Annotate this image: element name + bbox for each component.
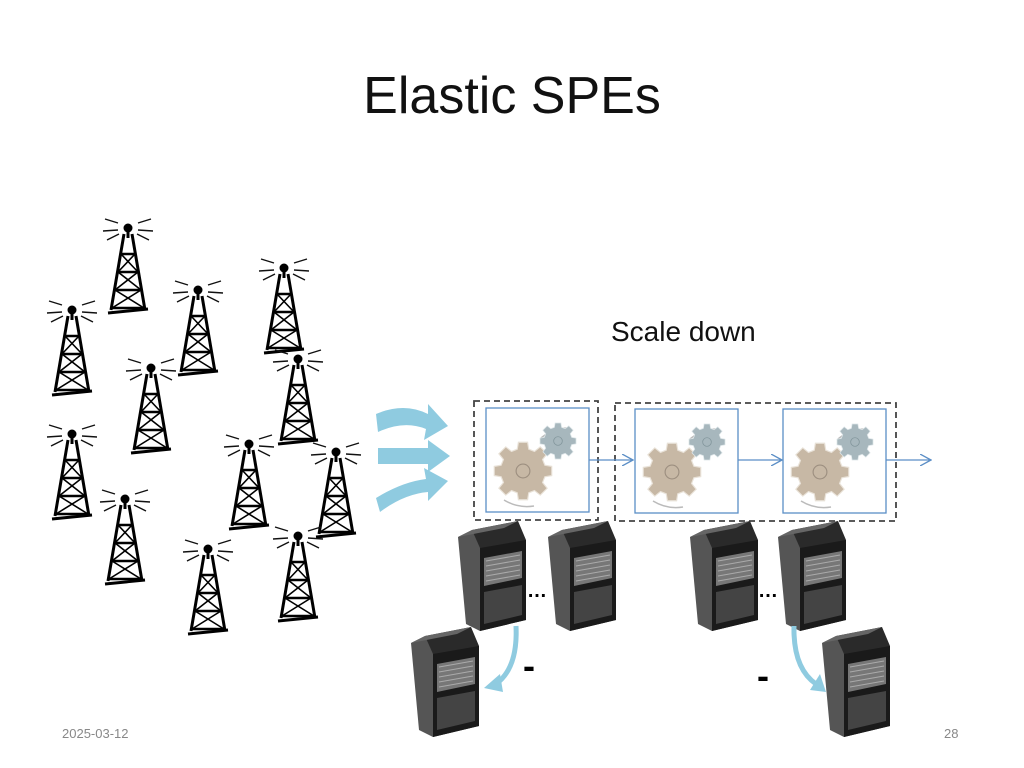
radio-tower-icon — [171, 279, 225, 377]
gear-icon — [635, 409, 738, 513]
server-icon — [689, 520, 759, 632]
radio-tower-icon — [271, 348, 325, 446]
scale-down-label: Scale down — [611, 316, 756, 347]
remove-sign-left: - — [523, 645, 535, 686]
server-icon — [457, 520, 527, 632]
flow-arrow-icon — [791, 625, 826, 692]
flow-arrow-icon — [376, 404, 450, 512]
server-icon — [410, 626, 480, 738]
server-ellipsis-right: … — [758, 580, 778, 602]
radio-tower-icon — [45, 299, 99, 397]
flow-arrow-icon — [484, 625, 519, 692]
radio-tower-icon — [271, 525, 325, 623]
server-icon — [821, 626, 891, 738]
server-icon — [777, 520, 847, 632]
slide-title: Elastic SPEs — [363, 67, 661, 125]
slide-date: 2025-03-12 — [62, 726, 129, 741]
radio-tower-icon — [98, 488, 152, 586]
remove-sign-right: - — [757, 655, 769, 696]
radio-tower-icon — [101, 217, 155, 315]
slide-number: 28 — [944, 726, 959, 741]
radio-tower-icon — [309, 441, 363, 539]
radio-tower-icon — [257, 257, 311, 355]
server-icon — [547, 520, 617, 632]
radio-tower-icon — [222, 433, 276, 531]
gear-icon — [783, 409, 886, 513]
server-ellipsis-left: … — [527, 580, 547, 602]
gear-icon — [486, 408, 589, 512]
machine-group-right — [614, 402, 897, 522]
radio-tower-icon — [124, 357, 178, 455]
radio-tower-icon — [45, 423, 99, 521]
radio-tower-icon — [181, 538, 235, 636]
